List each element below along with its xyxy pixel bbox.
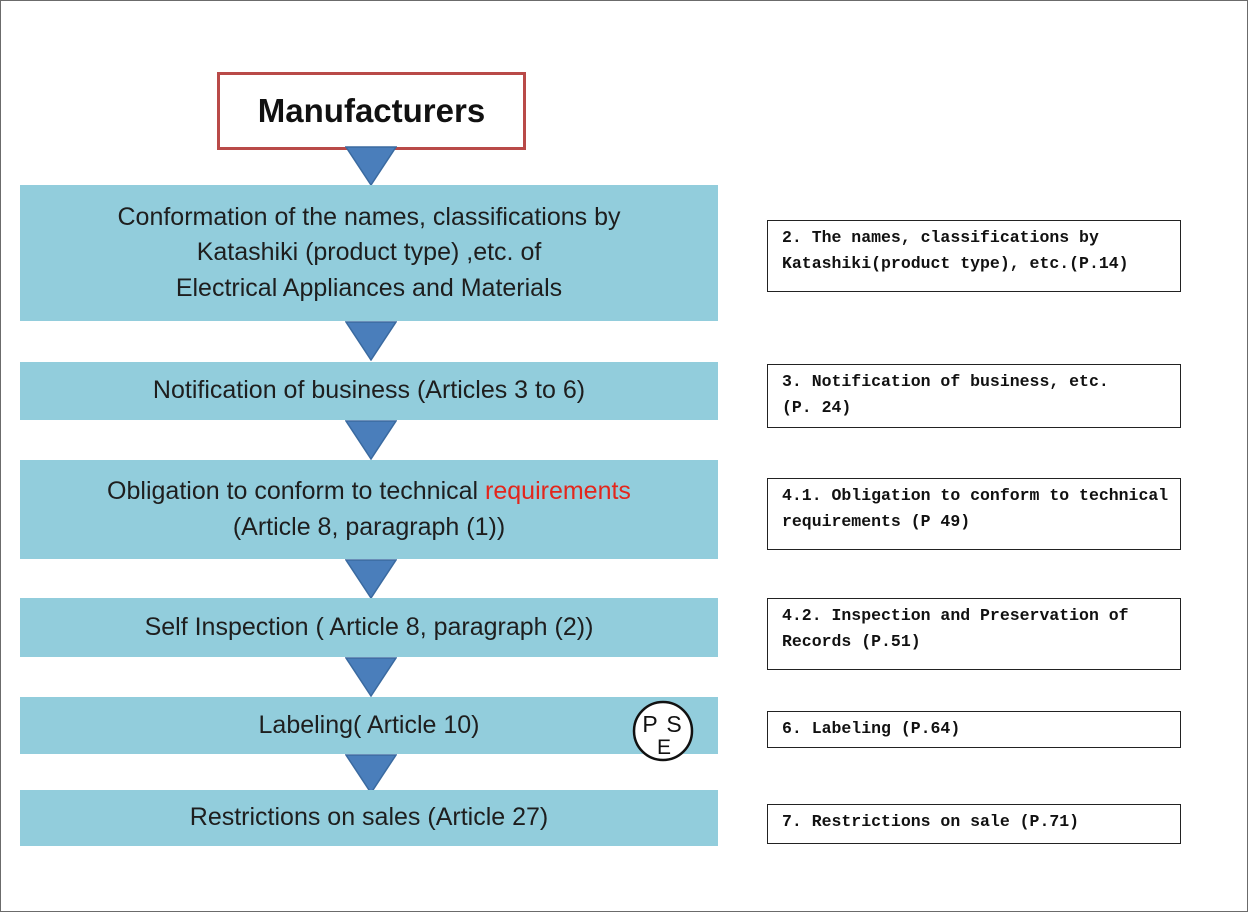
down-arrow-icon <box>345 146 397 186</box>
step-text-line: Conformation of the names, classificatio… <box>117 202 621 231</box>
step-labeling: Labeling( Article 10) <box>20 697 718 754</box>
down-arrow-icon <box>345 657 397 697</box>
step-text-line: Katashiki (product type) ,etc. of <box>196 238 542 267</box>
reference-line: 7. Restrictions on sale (P.71) <box>782 812 1080 831</box>
reference-line: 3. Notification of business, etc. <box>782 372 1109 391</box>
step-text-line: Restrictions on sales (Article 27) <box>189 803 549 832</box>
reference-box: 7. Restrictions on sale (P.71) <box>767 804 1181 844</box>
reference-line: 2. The names, classifications by <box>782 228 1099 247</box>
step-text-line: Self Inspection ( Article 8, paragraph (… <box>144 612 594 641</box>
reference-line: requirements (P 49) <box>782 512 971 532</box>
down-arrow-icon <box>345 321 397 361</box>
step-text-line: Electrical Appliances and Materials <box>175 273 563 302</box>
reference-line: Katashiki(product type), etc.(P.14) <box>782 254 1129 274</box>
step-restrictions: Restrictions on sales (Article 27) <box>20 790 718 846</box>
pse-letter-e: E <box>657 736 671 759</box>
step-text-line: (Article 8, paragraph (1)) <box>232 512 506 541</box>
reference-line: (P. 24) <box>782 398 852 418</box>
reference-box: 6. Labeling (P.64) <box>767 711 1181 748</box>
highlighted-word: requirements <box>485 477 631 505</box>
reference-line: 4.2. Inspection and Preservation of <box>782 606 1129 625</box>
pse-letter-s: S <box>666 711 681 737</box>
down-arrow-icon <box>345 420 397 460</box>
pse-letter-p: P <box>642 711 657 737</box>
step-notification: Notification of business (Articles 3 to … <box>20 362 718 420</box>
step-obligation: Obligation to conform to technical requi… <box>20 460 718 559</box>
down-arrow-icon <box>345 754 397 794</box>
manufacturers-title: Manufacturers <box>217 72 526 150</box>
down-arrow-icon <box>345 559 397 599</box>
reference-line: 6. Labeling (P.64) <box>782 719 961 738</box>
reference-box: 4.1. Obligation to conform to technical … <box>767 478 1181 550</box>
reference-line: 4.1. Obligation to conform to technical <box>782 486 1169 505</box>
reference-line: Records (P.51) <box>782 632 921 652</box>
step-text-line: Notification of business (Articles 3 to … <box>152 376 586 405</box>
reference-box: 2. The names, classifications by Katashi… <box>767 220 1181 292</box>
step-text-segment: Obligation to conform to technical <box>107 477 486 505</box>
reference-box: 4.2. Inspection and Preservation of Reco… <box>767 598 1181 670</box>
pse-mark-icon: P S E <box>632 700 694 762</box>
step-self-inspection: Self Inspection ( Article 8, paragraph (… <box>20 598 718 657</box>
step-text-line: Labeling( Article 10) <box>258 710 480 739</box>
step-text-line: Obligation to conform to technical requi… <box>107 474 631 510</box>
reference-box: 3. Notification of business, etc. (P. 24… <box>767 364 1181 428</box>
step-conformation: Conformation of the names, classificatio… <box>20 185 718 321</box>
